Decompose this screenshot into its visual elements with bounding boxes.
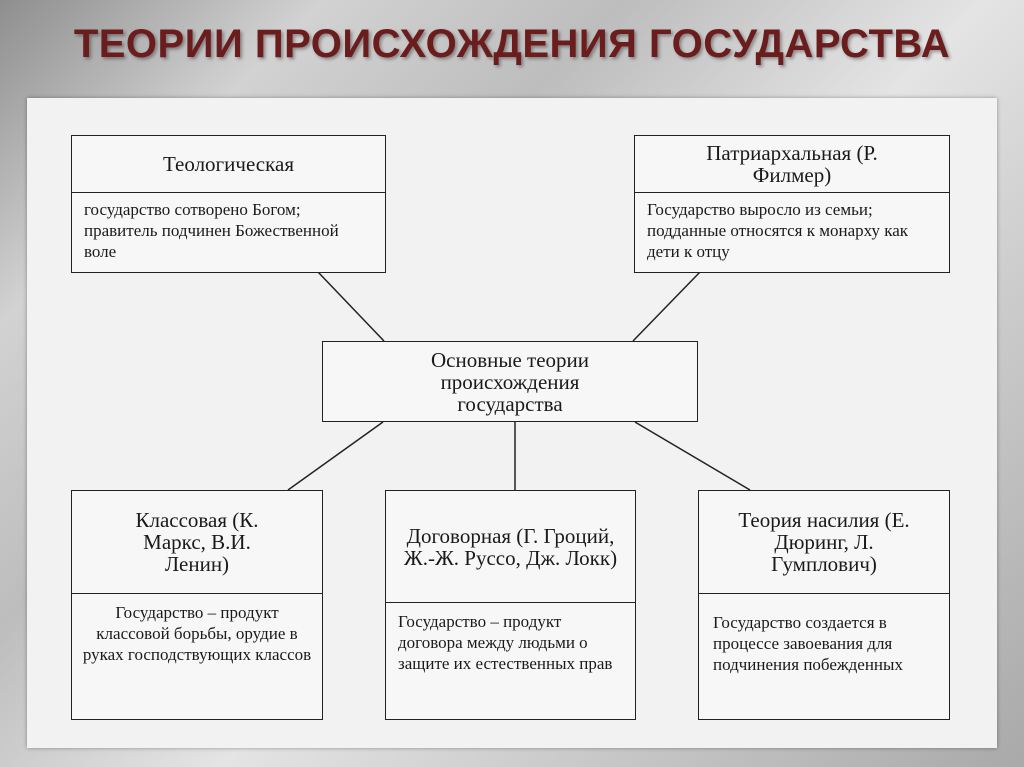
theory-violence: Теория насилия (Е. Дюринг, Л. Гумплович)… — [698, 490, 950, 720]
theory-patriarchal: Патриархальная (Р. Филмер) Государство в… — [634, 135, 950, 273]
theory-theological-description: государство сотворено Богом; правитель п… — [84, 200, 339, 261]
theory-patriarchal-description: Государство выросло из семьи; подданные … — [647, 200, 909, 261]
theory-contract-name: Договорная (Г. Гроций, Ж.-Ж. Руссо, Дж. … — [386, 491, 635, 603]
theory-violence-description: Государство создается в процессе завоева… — [713, 613, 903, 674]
theory-contract: Договорная (Г. Гроций, Ж.-Ж. Руссо, Дж. … — [385, 490, 636, 720]
theory-theological-name: Теологическая — [72, 136, 385, 193]
theory-class: Классовая (К. Маркс, В.И. Ленин) Государ… — [71, 490, 323, 720]
theory-contract-description: Государство – продукт договора между люд… — [398, 612, 613, 673]
main-theories-box: Основные теории происхождения государств… — [322, 341, 698, 422]
theory-class-name: Классовая (К. Маркс, В.И. Ленин) — [72, 491, 322, 594]
theory-patriarchal-name: Патриархальная (Р. Филмер) — [635, 136, 949, 193]
theory-class-description: Государство – продукт классовой борьбы, … — [82, 603, 312, 664]
theory-violence-name: Теория насилия (Е. Дюринг, Л. Гумплович) — [699, 491, 949, 594]
slide-title: ТЕОРИИ ПРОИСХОЖДЕНИЯ ГОСУДАРСТВА — [73, 22, 951, 66]
theory-theological: Теологическая государство сотворено Бого… — [71, 135, 386, 273]
